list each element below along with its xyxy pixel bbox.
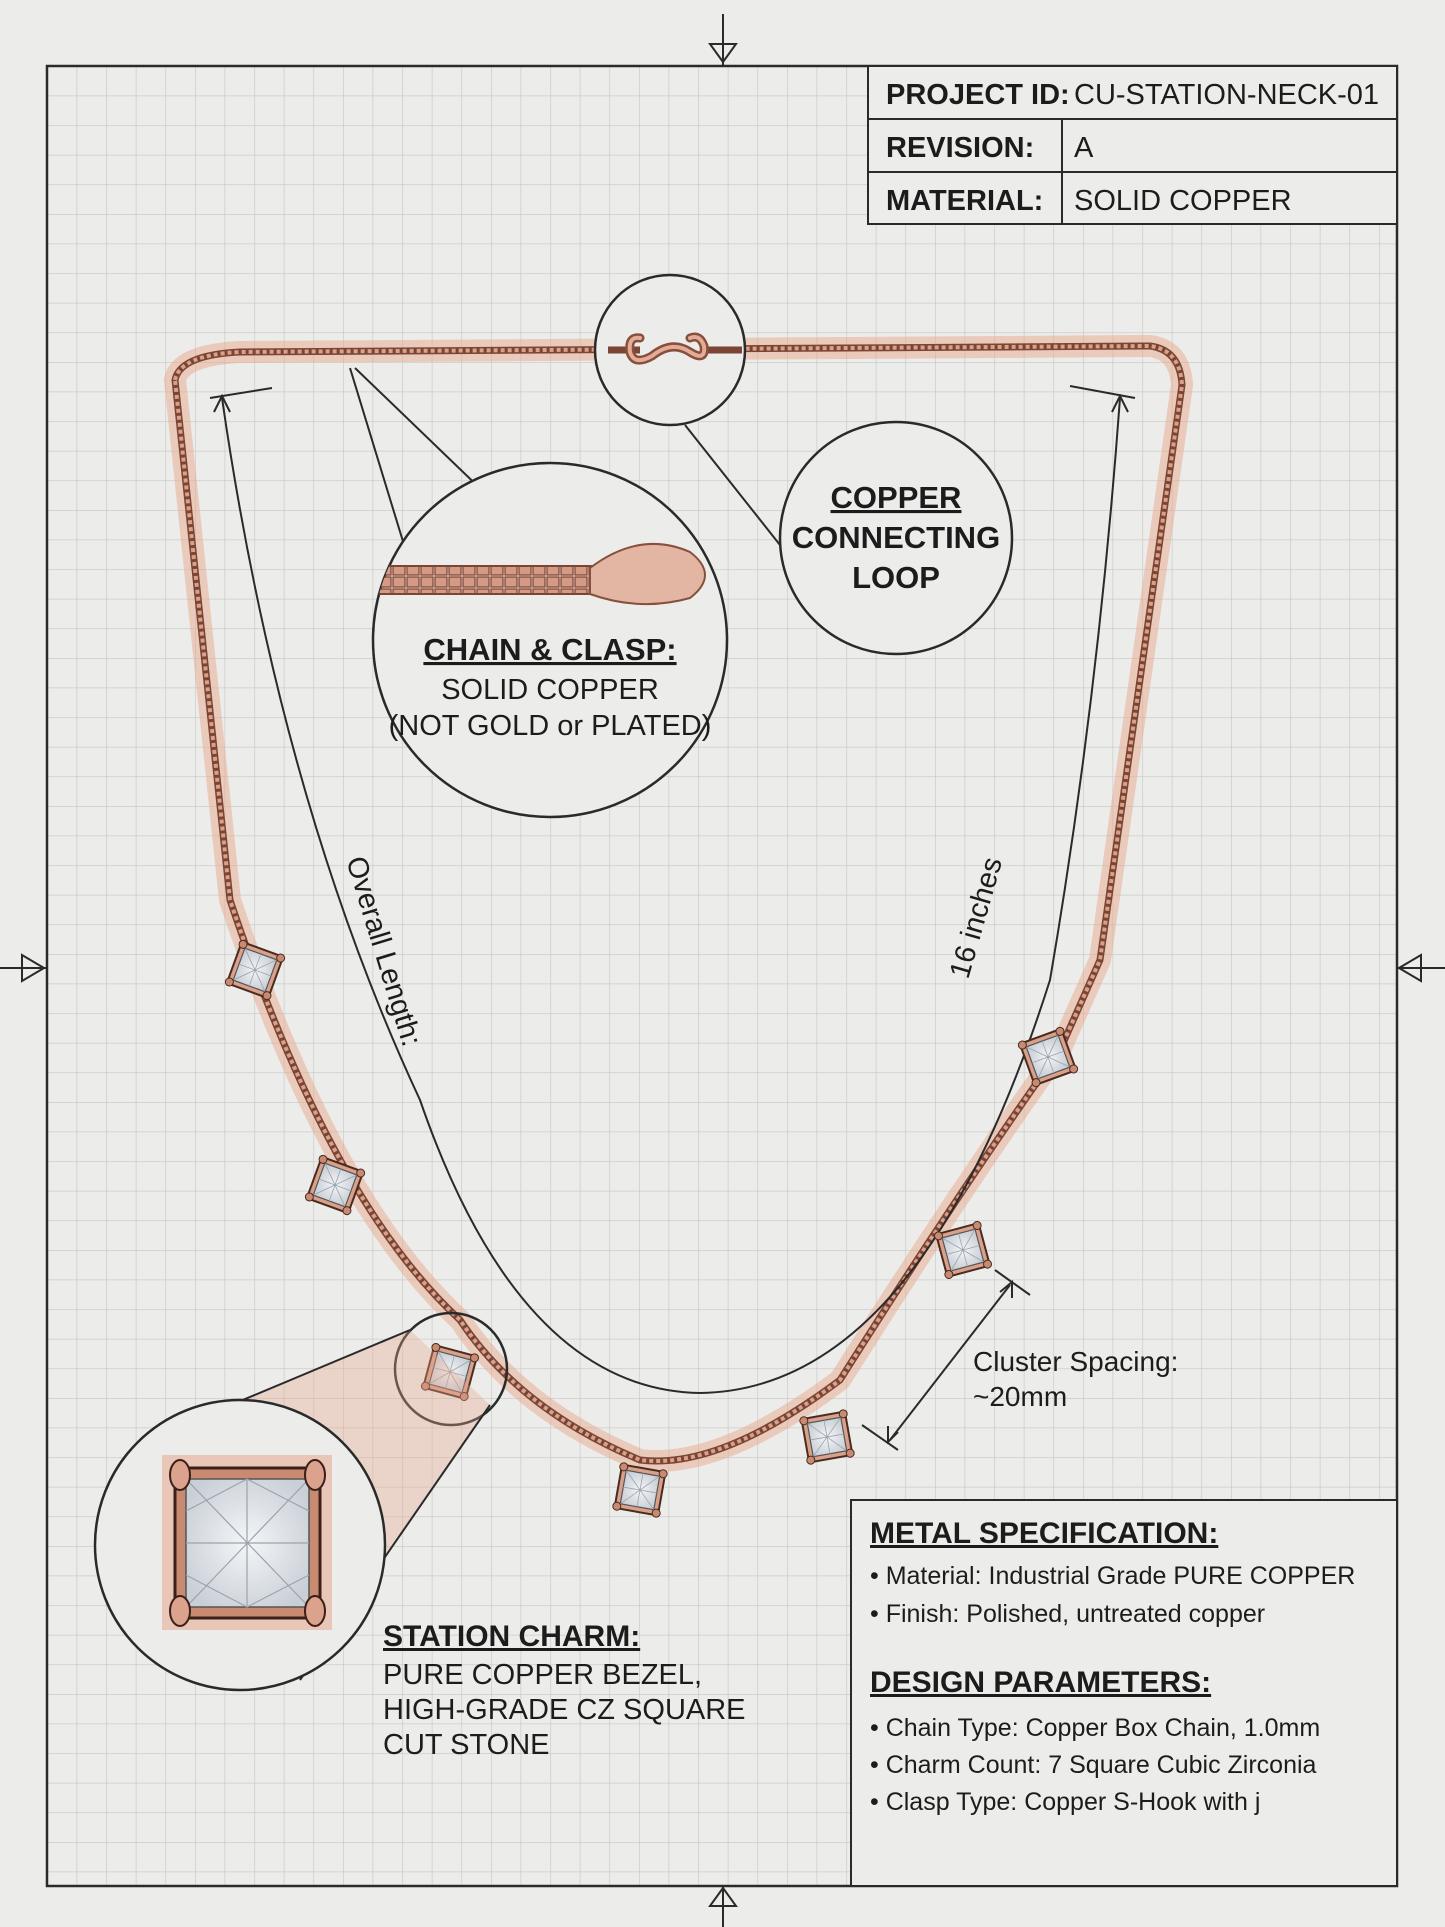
cluster-spacing-dimension — [861, 1269, 1031, 1451]
metal-spec-title: METAL SPECIFICATION: — [870, 1517, 1218, 1550]
loop-line2: CONNECTING — [792, 520, 1000, 555]
charm-5 — [798, 1408, 856, 1466]
project-id-label: PROJECT ID: — [886, 79, 1070, 111]
material-label: MATERIAL: — [886, 185, 1043, 217]
charm-title: STATION CHARM: — [383, 1620, 640, 1653]
charm-line2: HIGH-GRADE CZ SQUARE — [383, 1694, 746, 1726]
charm-line1: PURE COPPER BEZEL, — [383, 1659, 702, 1691]
material-value: SOLID COPPER — [1074, 185, 1292, 217]
chain-clasp-line2: (NOT GOLD or PLATED) — [389, 710, 712, 742]
loop-line3: LOOP — [852, 560, 940, 595]
center-marks — [0, 14, 1445, 1927]
metal-spec-item: • Finish: Polished, untreated copper — [870, 1600, 1265, 1628]
spacing-line2: ~20mm — [973, 1381, 1067, 1412]
title-block: PROJECT ID: CU-STATION-NECK-01 REVISION:… — [867, 65, 1398, 225]
charm-detail-callout — [93, 1311, 509, 1692]
length-dimension — [209, 385, 1136, 1395]
loop-callout: COPPER CONNECTING LOOP — [684, 420, 1014, 656]
chain-clasp-line1: SOLID COPPER — [441, 674, 659, 706]
spec-panel: METAL SPECIFICATION: • Material: Industr… — [850, 1499, 1398, 1887]
metal-spec-item: • Material: Industrial Grade PURE COPPER — [870, 1562, 1355, 1590]
design-param-item: • Chain Type: Copper Box Chain, 1.0mm — [870, 1714, 1320, 1742]
design-param-item: • Clasp Type: Copper S-Hook with j — [870, 1788, 1260, 1816]
chain-clasp-title: CHAIN & CLASP: — [423, 632, 676, 667]
necklace-chain — [164, 335, 1193, 1472]
project-id-value: CU-STATION-NECK-01 — [1074, 79, 1379, 111]
loop-line1: COPPER — [831, 480, 962, 515]
s-hook-clasp-icon — [593, 273, 747, 427]
charm-line3: CUT STONE — [383, 1729, 550, 1761]
charm-4 — [611, 1461, 669, 1519]
design-param-item: • Charm Count: 7 Square Cubic Zirconia — [870, 1751, 1317, 1779]
design-params-title: DESIGN PARAMETERS: — [870, 1666, 1211, 1699]
spacing-line1: Cluster Spacing: — [973, 1346, 1178, 1377]
chain-clasp-callout: CHAIN & CLASP: SOLID COPPER (NOT GOLD or… — [349, 367, 729, 819]
revision-label: REVISION: — [886, 132, 1034, 164]
box-chain-detail — [373, 542, 706, 606]
revision-value: A — [1074, 132, 1094, 164]
